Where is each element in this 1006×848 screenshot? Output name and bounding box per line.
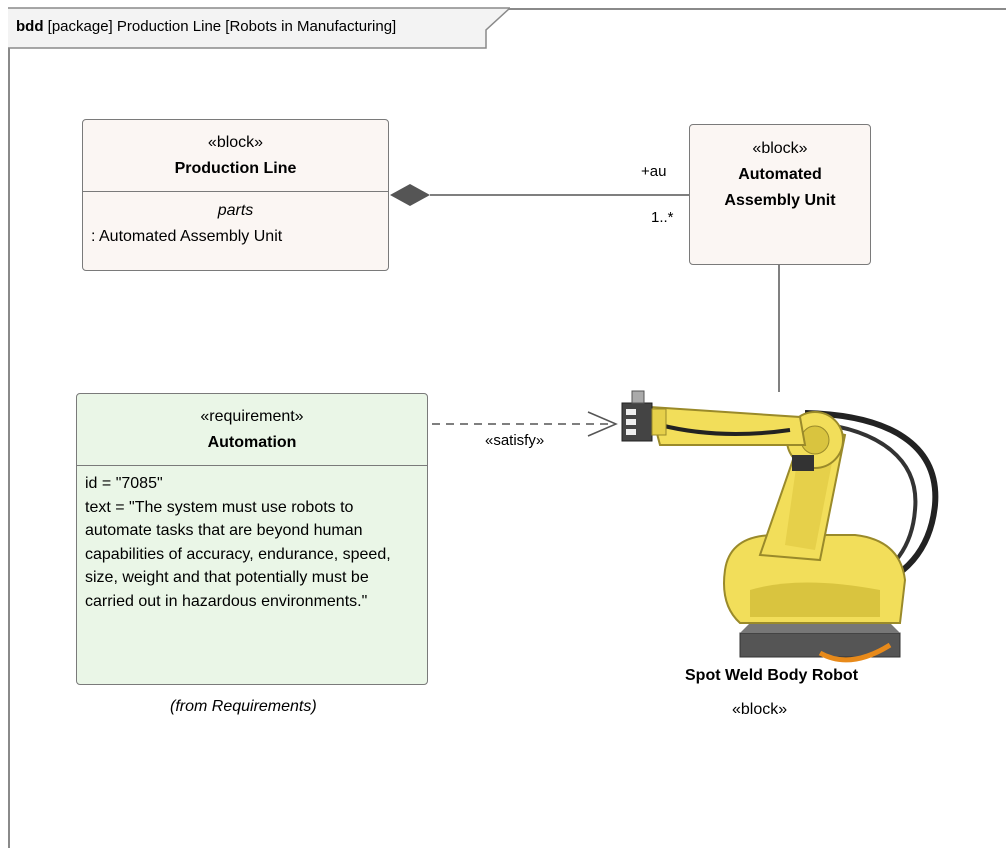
association-multiplicity: 1..*: [651, 209, 674, 226]
robot-name: Spot Weld Body Robot: [685, 667, 859, 684]
association-role: +au: [641, 163, 667, 180]
aau-name-line1: Automated: [738, 166, 822, 183]
requirement-text-line: text = "The system must use robots to: [85, 498, 354, 516]
industrial-robot-arm-icon[interactable]: [600, 385, 950, 675]
parts-compartment: parts : Automated Assembly Unit: [83, 191, 388, 250]
composite-diamond: [390, 184, 430, 206]
aau-name-line2: Assembly Unit: [724, 192, 836, 209]
requirement-origin: (from Requirements): [170, 698, 317, 715]
satisfy-label: «satisfy»: [485, 432, 545, 449]
frame-title: bdd [package] Production Line [Robots in…: [16, 18, 396, 35]
requirement-name: Automation: [207, 434, 297, 451]
automated-assembly-unit-block[interactable]: «block» Automated Assembly Unit: [689, 124, 871, 265]
aau-stereotype: «block»: [752, 140, 808, 157]
frame-title-text: [package] Production Line [Robots in Man…: [47, 18, 397, 35]
part-item: : Automated Assembly Unit: [91, 228, 283, 245]
robot-stereotype: «block»: [732, 701, 788, 718]
requirement-properties: id = "7085" text = "The system must use …: [77, 465, 427, 614]
production-line-name: Production Line: [174, 160, 297, 177]
requirement-stereotype: «requirement»: [200, 408, 304, 425]
satisfy-arrowhead: [587, 411, 618, 437]
automation-requirement[interactable]: «requirement» Automation id = "7085" tex…: [76, 393, 428, 685]
frame-kind: bdd: [16, 18, 44, 35]
frame-tab: [0, 0, 510, 52]
requirement-text-line: capabilities of accuracy, endurance, spe…: [85, 545, 391, 563]
production-line-stereotype: «block»: [207, 134, 264, 151]
parts-compartment-title: parts: [217, 202, 254, 219]
requirement-id: id = "7085": [85, 475, 163, 492]
production-line-block[interactable]: «block» Production Line parts : Automate…: [82, 119, 389, 271]
requirement-text-line: carried out in hazardous environments.": [85, 592, 368, 610]
requirement-text-line: size, weight and that potentially must b…: [85, 569, 369, 587]
requirement-text-line: automate tasks that are beyond human: [85, 522, 363, 540]
